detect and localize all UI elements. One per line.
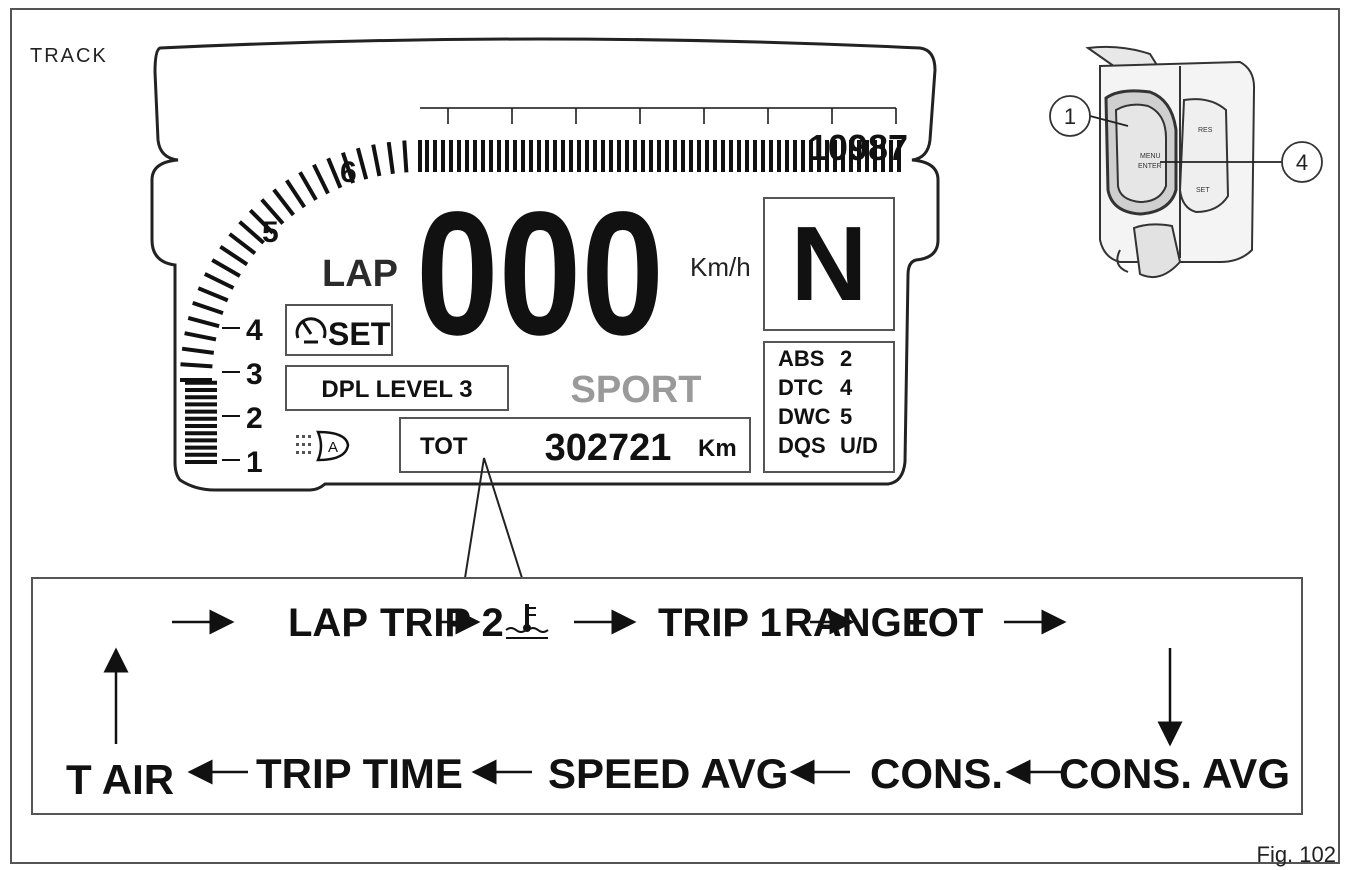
setting-value: 4 xyxy=(840,375,853,400)
dpl-level: DPL LEVEL 3 xyxy=(321,376,472,403)
cycle-box xyxy=(31,577,1303,815)
setting-name: DWC xyxy=(778,404,831,429)
rpm-scale-label: 2 xyxy=(246,402,263,435)
tach-bar xyxy=(197,286,229,303)
rpm-scale-label: 4 xyxy=(246,314,263,347)
cycle-item-trip-time: TRIP TIME xyxy=(256,750,463,797)
callout-4 xyxy=(1281,141,1323,183)
dpl-box xyxy=(285,365,509,411)
odometer-label: TOT xyxy=(420,433,468,460)
svg-text:A: A xyxy=(328,439,338,456)
lap-label: LAP xyxy=(322,253,398,295)
figure-number: Fig. 102 xyxy=(1257,842,1337,867)
tach-bar xyxy=(203,272,235,290)
callout-pointer xyxy=(464,457,523,579)
tach-bar xyxy=(371,144,382,177)
coolant-temperature-icon xyxy=(505,604,549,639)
tach-bar xyxy=(285,179,307,209)
settings-box xyxy=(763,341,895,473)
tach-bar xyxy=(187,315,220,329)
dashboard-outline xyxy=(150,37,940,492)
mode-label: TRACK xyxy=(30,45,108,67)
tach-bar xyxy=(272,188,295,217)
cycle-item-speed-avg: SPEED AVG xyxy=(548,750,788,797)
cycle-item-cons-avg: CONS. AVG xyxy=(1059,750,1290,797)
cycle-item-cons: CONS. xyxy=(870,750,1003,797)
cruise-set-label: SET xyxy=(328,316,391,352)
cruise-set-box xyxy=(285,304,393,356)
setting-name: ABS xyxy=(778,346,824,371)
tach-bar xyxy=(326,157,343,189)
odometer-value: 302721 xyxy=(545,427,672,469)
odometer-unit: Km xyxy=(698,435,737,462)
tach-bar xyxy=(312,163,330,195)
callout-1 xyxy=(1049,95,1091,137)
speed-value: 000 xyxy=(416,176,664,372)
setting-value: 5 xyxy=(840,404,852,429)
rpm-scale-label: 5 xyxy=(262,216,279,249)
callout-1-label: 1 xyxy=(1064,104,1076,129)
cruise-control-icon xyxy=(295,317,327,344)
gear-indicator: N xyxy=(791,205,868,323)
handlebar-switch-illustration: MENU ENTER RES SET xyxy=(1085,45,1256,278)
svg-text:MENU: MENU xyxy=(1140,153,1161,160)
rpm-scale-label: 6 xyxy=(340,156,357,189)
callout-line xyxy=(1089,115,1129,127)
tach-bar xyxy=(184,331,217,342)
tach-bar xyxy=(180,362,213,369)
tach-bar xyxy=(341,152,355,184)
svg-text:RES: RES xyxy=(1198,127,1213,134)
cycle-item-tot: TOT xyxy=(904,601,983,645)
rpm-scale-label: 3 xyxy=(246,358,263,391)
speed-unit: Km/h xyxy=(690,252,751,282)
tach-bar xyxy=(355,147,369,180)
callout-4-label: 4 xyxy=(1296,150,1308,175)
riding-mode: SPORT xyxy=(571,369,702,411)
gear-box xyxy=(763,197,895,331)
figure-frame xyxy=(10,8,1340,864)
auto-headlight-icon: A xyxy=(296,430,350,462)
setting-value: U/D xyxy=(840,433,878,458)
cycle-item-t-air: T AIR xyxy=(66,756,174,803)
cycle-item-trip1: TRIP 1 xyxy=(658,601,782,645)
tachometer-scale: 1 2 3 4 5 6 xyxy=(222,156,357,479)
tach-bar xyxy=(211,258,241,278)
svg-text:SET: SET xyxy=(1196,187,1210,194)
tach-bar xyxy=(386,141,395,175)
rpm-readout: 10987 xyxy=(808,127,908,168)
tach-bar xyxy=(181,346,215,355)
tach-bar xyxy=(192,301,224,315)
odometer-box xyxy=(399,417,751,473)
rpm-scale-label: 1 xyxy=(246,446,263,479)
tach-bar xyxy=(260,198,285,225)
tach-bar xyxy=(228,232,257,255)
tach-bar xyxy=(248,208,275,235)
setting-value: 2 xyxy=(840,346,852,371)
svg-text:ENTER: ENTER xyxy=(1138,163,1162,170)
tachometer-bars xyxy=(180,107,901,464)
setting-name: DQS xyxy=(778,433,826,458)
setting-name: DTC xyxy=(778,375,823,400)
cycle-item-range: RANGE xyxy=(784,601,928,645)
cycle-item-lap: LAP xyxy=(288,601,368,645)
tach-bar xyxy=(219,245,249,267)
tach-bar xyxy=(298,171,318,201)
tach-bar xyxy=(238,220,265,245)
tach-bar xyxy=(402,140,409,173)
